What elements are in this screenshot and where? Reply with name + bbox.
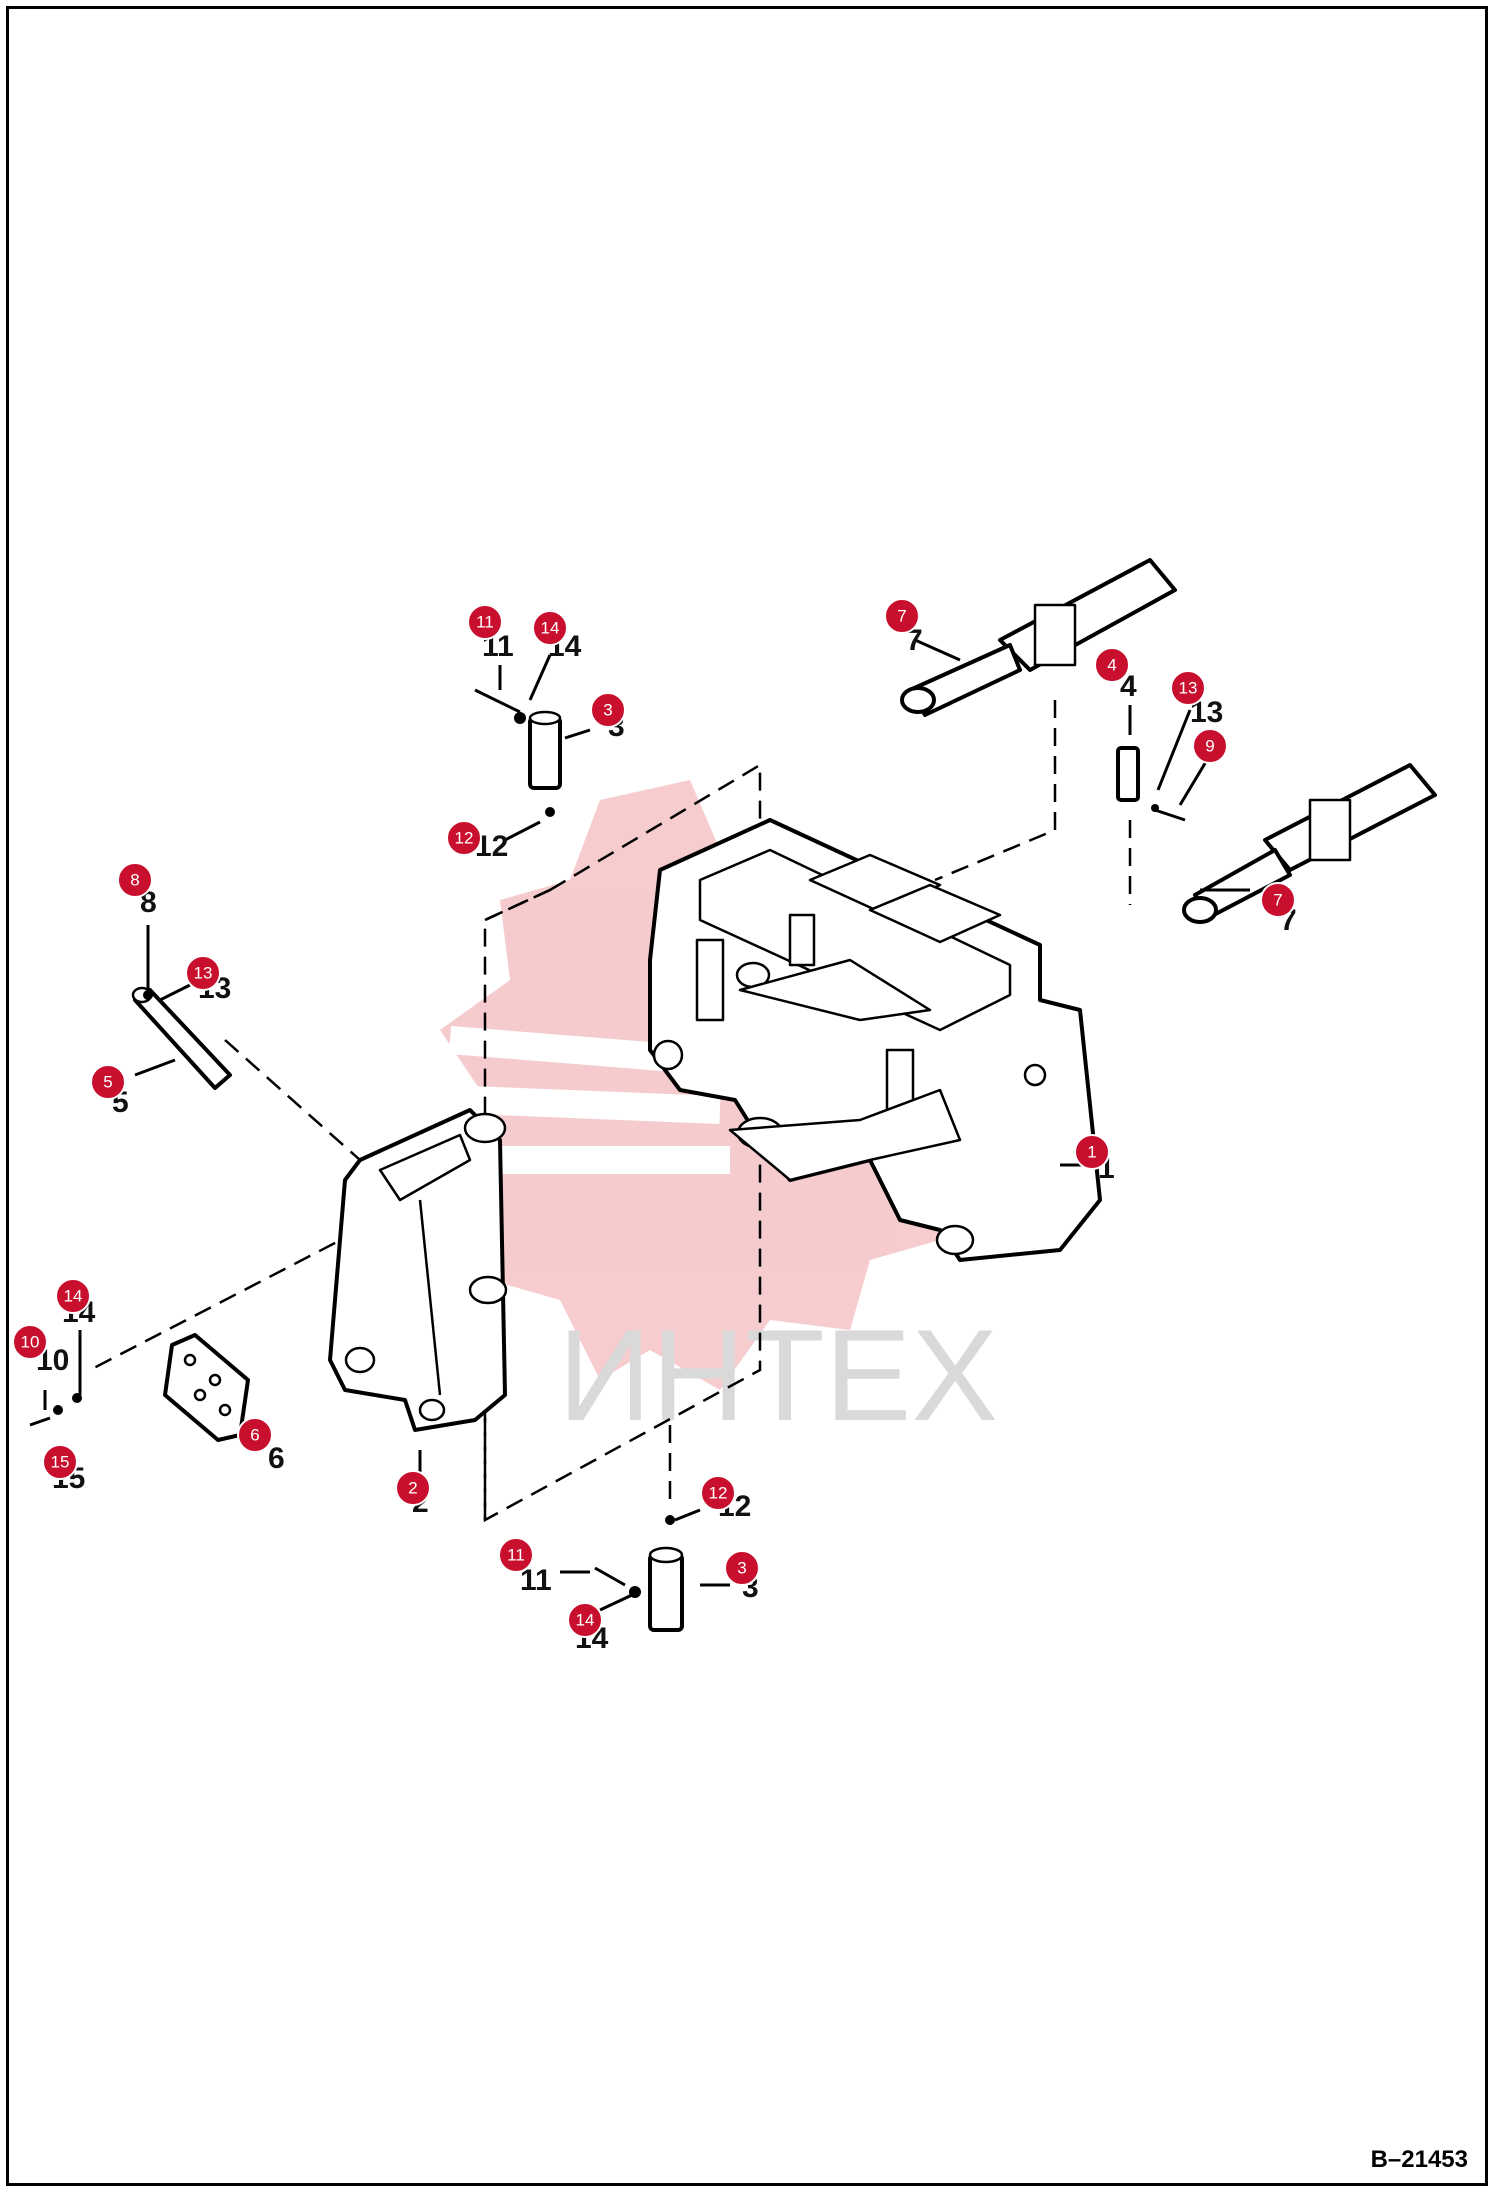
bracket-part-2 — [328, 1108, 508, 1432]
leader-lines — [43, 638, 1250, 1612]
callout-10: 10 — [12, 1324, 48, 1360]
callout-13: 13 — [185, 955, 221, 991]
main-frame-part-1 — [648, 818, 1102, 1262]
callout-8: 8 — [117, 862, 153, 898]
svg-text:10: 10 — [21, 1333, 40, 1352]
printed-number: 4 — [1120, 670, 1137, 703]
cylinder-part-7-top — [900, 558, 1177, 717]
svg-text:12: 12 — [455, 829, 474, 848]
callout-2: 2 — [395, 1470, 431, 1506]
pin-part-3-bottom — [648, 1546, 684, 1632]
watermark-text: ИНТЕХ — [558, 1302, 998, 1448]
svg-text:14: 14 — [64, 1287, 83, 1306]
callout-3: 3 — [590, 692, 626, 728]
svg-text:2: 2 — [408, 1479, 417, 1498]
printed-number: 7 — [906, 624, 923, 657]
drawing-frame — [6, 6, 1488, 2186]
callout-6: 6 — [237, 1417, 273, 1453]
callout-7: 7 — [884, 598, 920, 634]
callout-14: 14 — [532, 610, 568, 646]
svg-text:3: 3 — [603, 701, 612, 720]
svg-text:11: 11 — [507, 1546, 525, 1565]
callout-14: 14 — [567, 1602, 603, 1638]
svg-text:7: 7 — [1273, 891, 1282, 910]
callout-15: 15 — [42, 1444, 78, 1480]
svg-text:1: 1 — [1087, 1143, 1096, 1162]
svg-text:13: 13 — [1179, 679, 1198, 698]
svg-text:3: 3 — [737, 1559, 746, 1578]
svg-text:4: 4 — [1107, 656, 1116, 675]
callout-4: 4 — [1094, 647, 1130, 683]
callout-14: 14 — [55, 1278, 91, 1314]
svg-text:6: 6 — [250, 1426, 259, 1445]
svg-text:14: 14 — [541, 619, 560, 638]
svg-text:5: 5 — [103, 1073, 112, 1092]
callout-11: 11 — [467, 604, 503, 640]
pin-part-3-top — [528, 710, 562, 790]
svg-text:12: 12 — [709, 1484, 728, 1503]
callout-11: 11 — [498, 1537, 534, 1573]
diagram-id-label: B–21453 — [1370, 2146, 1468, 2173]
svg-text:8: 8 — [130, 871, 139, 890]
svg-text:11: 11 — [476, 613, 494, 632]
svg-text:9: 9 — [1205, 737, 1214, 756]
svg-text:15: 15 — [51, 1453, 70, 1472]
printed-number: 6 — [268, 1442, 285, 1475]
callout-13: 13 — [1170, 670, 1206, 706]
callout-12: 12 — [446, 820, 482, 856]
callout-1: 1 — [1074, 1134, 1110, 1170]
callout-9: 9 — [1192, 728, 1228, 764]
plate-part-6 — [163, 1333, 250, 1442]
svg-text:13: 13 — [194, 964, 213, 983]
pin-part-4 — [1116, 746, 1140, 802]
callout-12: 12 — [700, 1475, 736, 1511]
callout-3: 3 — [724, 1550, 760, 1586]
svg-text:7: 7 — [897, 607, 906, 626]
svg-text:14: 14 — [576, 1611, 595, 1630]
callout-5: 5 — [90, 1064, 126, 1100]
alignment-lines — [89, 700, 1132, 1523]
cylinder-part-7-bottom — [1182, 763, 1437, 924]
callout-7: 7 — [1260, 882, 1296, 918]
